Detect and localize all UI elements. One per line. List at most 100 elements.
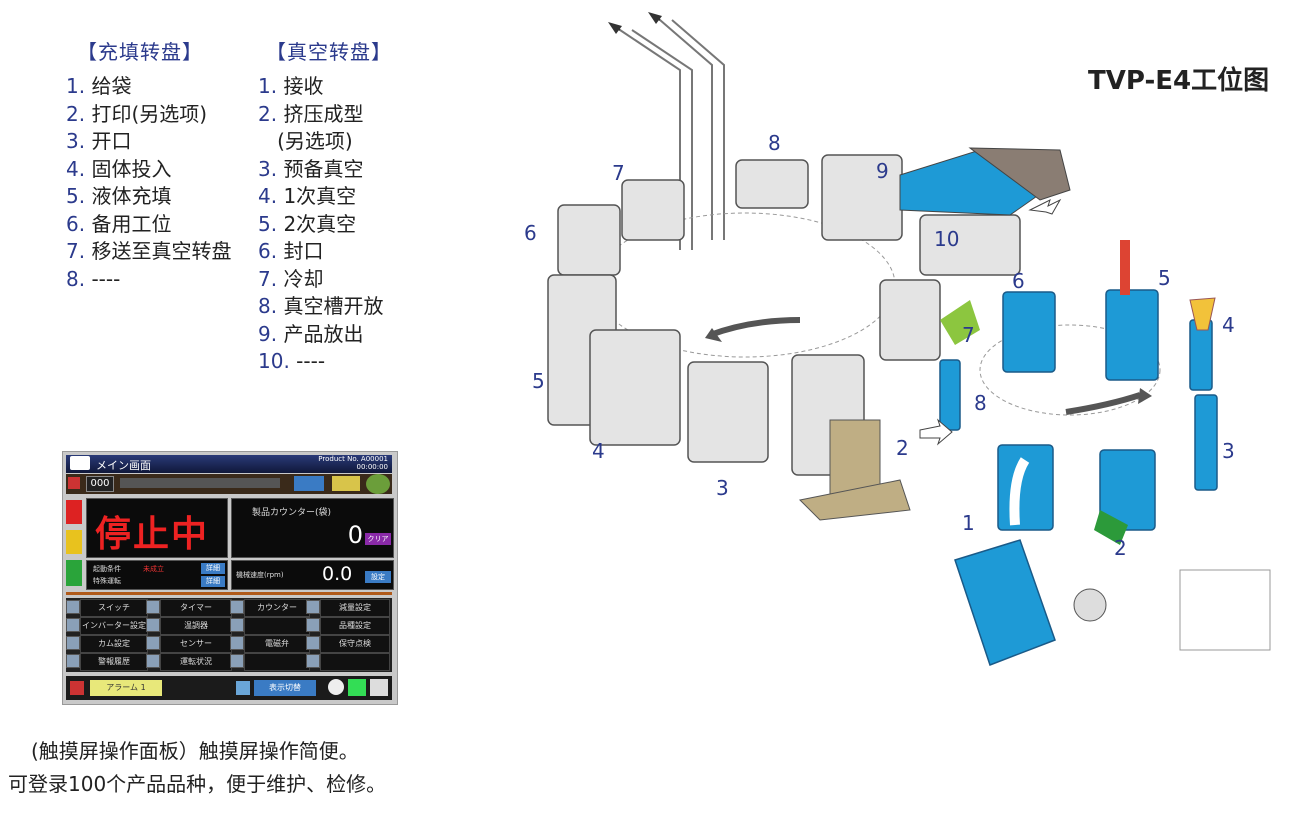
menu-button[interactable]: 電磁弁 <box>244 635 310 653</box>
home-icon[interactable] <box>370 679 388 696</box>
menu-icon <box>146 618 160 632</box>
panel-button-1[interactable] <box>294 476 324 491</box>
list-item: 2. 挤压成型 <box>258 101 383 129</box>
panel-button-2[interactable] <box>332 476 360 491</box>
back-icon[interactable] <box>328 679 344 695</box>
list-item-number: 4. <box>258 184 284 208</box>
list-item-label: 备用工位 <box>91 211 172 236</box>
base-frame <box>1179 569 1271 651</box>
list-item-number: 9. <box>258 321 284 346</box>
menu-button[interactable]: 減量設定 <box>320 599 390 617</box>
press-base <box>798 479 911 521</box>
panel-time: 00:00:00 <box>356 463 388 471</box>
detail-button-1[interactable]: 詳細 <box>201 563 225 574</box>
menu-button[interactable] <box>244 617 310 635</box>
station-number: 4 <box>1222 313 1235 337</box>
menu-icon <box>146 636 160 650</box>
list-item: 4. 固体投入 <box>66 156 231 184</box>
menu-icon <box>306 636 320 650</box>
display-switch-button[interactable]: 表示切替 <box>254 680 316 696</box>
station-number: 2 <box>896 436 909 460</box>
menu-button[interactable]: カム設定 <box>80 635 148 653</box>
menu-button[interactable]: 保守点検 <box>320 635 390 653</box>
list-item-number: 6. <box>258 239 284 263</box>
menu-button[interactable]: 温調器 <box>160 617 232 635</box>
bags <box>939 289 1218 666</box>
status-display: 停止中 <box>86 498 228 558</box>
list-item: 7. 移送至真空转盘 <box>66 238 231 266</box>
chamber-4 <box>589 329 681 446</box>
list-item-label: 液体充填 <box>91 184 172 208</box>
menu-button[interactable]: スイッチ <box>80 599 148 617</box>
list-item-label: ---- <box>91 266 121 291</box>
list-item-number: 8. <box>66 266 92 291</box>
alarm-bell-icon <box>70 681 84 695</box>
filling-turntable-circle <box>979 324 1161 416</box>
list-item-label: 给袋 <box>91 74 132 98</box>
bag-5 <box>1105 289 1159 381</box>
gear-icon[interactable] <box>366 474 390 494</box>
menu-button[interactable]: 運転状況 <box>160 653 232 671</box>
list-item-number: 1. <box>258 74 284 98</box>
menu-button[interactable] <box>244 653 310 671</box>
menu-icon <box>146 654 160 668</box>
list-item: 8. 真空槽开放 <box>258 293 383 321</box>
cond2-label: 特殊運転 <box>93 577 121 585</box>
status-text: 停止中 <box>95 514 210 555</box>
list-item-number: 5. <box>258 211 284 236</box>
menu-icon <box>230 636 244 650</box>
menu-button[interactable]: タイマー <box>160 599 232 617</box>
caption-line-2: 可登录100个产品品种，便于维护、检修。 <box>8 772 387 796</box>
station-number: 7 <box>962 323 975 347</box>
product-no: Product No. A00001 <box>318 455 388 463</box>
panel-status-bar: 000 <box>66 474 392 494</box>
menu-icon[interactable] <box>348 679 366 696</box>
list-item-number: 4. <box>66 156 92 181</box>
menu-icon <box>306 654 320 668</box>
transfer-arm <box>940 300 980 345</box>
bag-8 <box>939 359 961 431</box>
menu-button[interactable] <box>320 653 390 671</box>
station-number: 8 <box>768 131 781 155</box>
station-number: 9 <box>876 159 889 183</box>
chamber-8 <box>735 159 809 209</box>
menu-button[interactable]: カウンター <box>244 599 310 617</box>
list-item-label: 1次真空 <box>283 184 357 208</box>
menu-button[interactable]: インバーター設定 <box>80 617 148 635</box>
list-item: 3. 预备真空 <box>258 156 383 184</box>
printer-head <box>1094 510 1128 545</box>
alarm-button[interactable]: アラーム 1 <box>90 680 162 696</box>
cond1-value: 未成立 <box>143 565 164 573</box>
detail-button-2[interactable]: 詳細 <box>201 576 225 587</box>
bag-stack <box>954 539 1056 666</box>
list-item-label: 挤压成型 <box>283 101 364 126</box>
list-item-number: 3. <box>66 129 92 153</box>
menu-button[interactable]: 警報履歴 <box>80 653 148 671</box>
arrow-head-1 <box>608 22 622 34</box>
list-item-label: 开口 <box>91 129 132 153</box>
clear-button[interactable]: クリア <box>365 533 391 545</box>
list-item: 8. ---- <box>66 266 231 294</box>
menu-button[interactable]: 品種設定 <box>320 617 390 635</box>
list-item: 4. 1次真空 <box>258 183 383 211</box>
menu-button[interactable]: センサー <box>160 635 232 653</box>
menu-grid: スイッチタイマーカウンター減量設定インバーター設定温調器 品種設定カム設定センサー… <box>66 598 392 672</box>
list-item-number: 7. <box>258 266 284 291</box>
chamber-3 <box>687 361 769 463</box>
station-number: 1 <box>962 511 975 535</box>
list-item-number: 8. <box>258 294 284 318</box>
list-item: 5. 2次真空 <box>258 211 383 239</box>
setting-button[interactable]: 設定 <box>365 571 391 583</box>
filling-turntable-title: 【充填转盘】 <box>77 40 203 64</box>
list-item-number: 2. <box>258 101 284 126</box>
station-number: 5 <box>532 369 545 393</box>
menu-icon <box>230 618 244 632</box>
list-item: 3. 开口 <box>66 128 231 156</box>
list-item: 9. 产品放出 <box>258 321 383 349</box>
list-item-number: 2. <box>66 101 92 126</box>
menu-icon <box>66 600 80 614</box>
out-arrow <box>1028 198 1062 215</box>
menu-icon <box>306 618 320 632</box>
station-number: 6 <box>524 221 537 245</box>
